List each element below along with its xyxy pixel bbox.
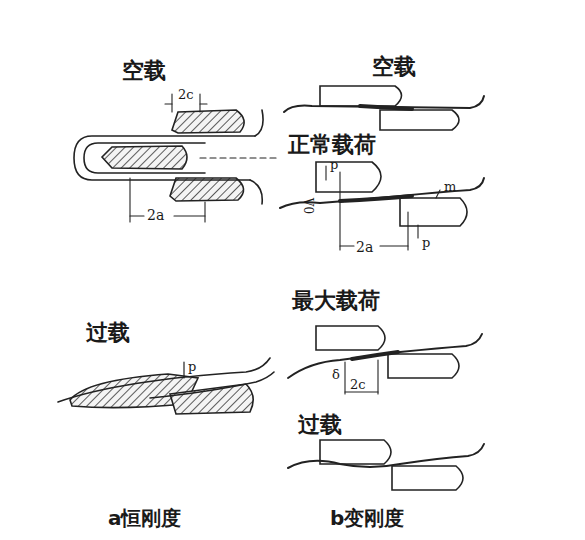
state-label: 最大载荷 — [292, 290, 380, 312]
state-label: 过载 — [298, 414, 342, 436]
state-label: a恒刚度 — [108, 508, 182, 528]
dimension-label: V0 — [302, 198, 314, 214]
dimension-label: 2a — [147, 208, 164, 222]
dimension-label: m — [444, 180, 456, 193]
dimension-label: 2c — [350, 378, 366, 391]
state-label: b变刚度 — [330, 508, 404, 528]
dimension-label: 2c — [178, 88, 194, 101]
state-label: 正常载荷 — [288, 134, 376, 156]
dimension-label: δ — [332, 368, 340, 381]
dimension-label: p — [188, 360, 196, 373]
dimension-label: p — [330, 158, 338, 171]
dimension-label: 2a — [356, 240, 373, 254]
dimension-label: p — [422, 236, 430, 249]
state-label: 过载 — [86, 322, 130, 344]
state-label: 空载 — [372, 56, 416, 78]
state-label: 空载 — [122, 60, 166, 82]
